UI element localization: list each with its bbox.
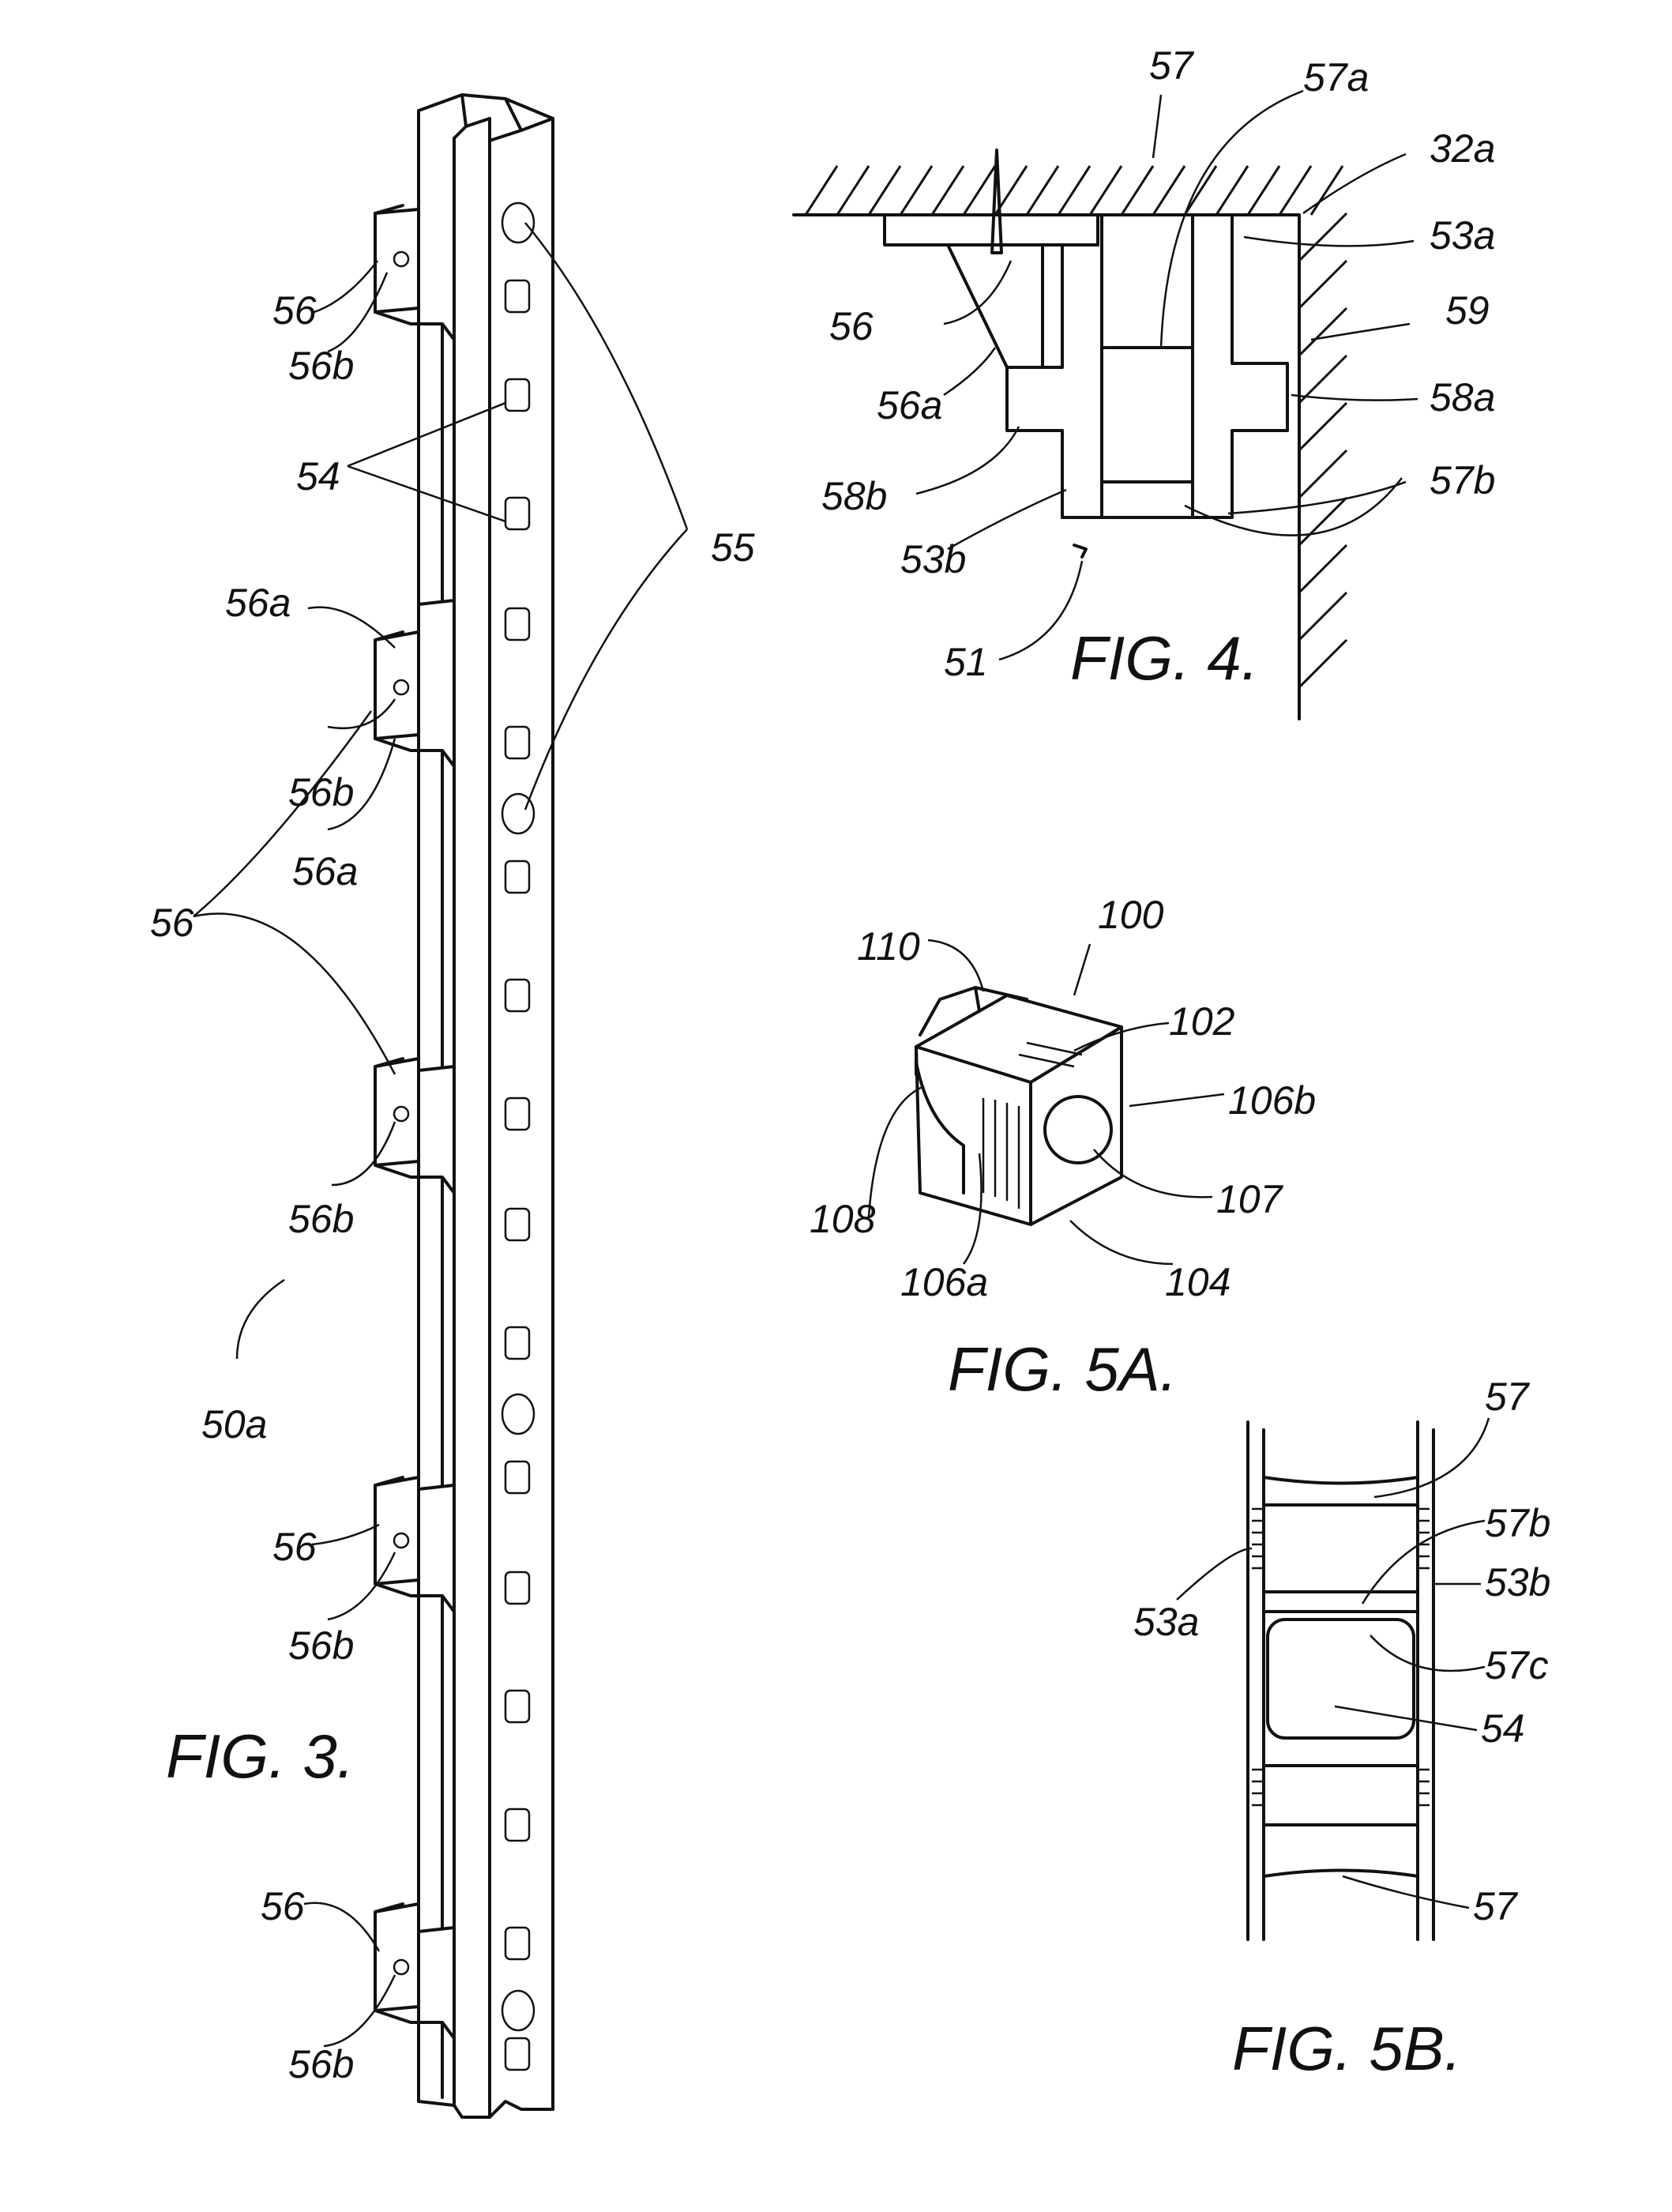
label-56-top: 56	[272, 288, 317, 333]
label-56b-top: 56b	[288, 344, 354, 388]
label-107: 107	[1216, 1177, 1284, 1221]
label-102: 102	[1169, 999, 1235, 1044]
figure-4-caption: FIG. 4.	[1070, 623, 1258, 693]
figure-5a-caption: FIG. 5A.	[948, 1334, 1177, 1404]
label-53a: 53a	[1133, 1600, 1199, 1644]
label-57-top: 57	[1485, 1375, 1531, 1419]
label-51: 51	[944, 640, 988, 684]
label-110: 110	[857, 924, 920, 969]
fig5b-front-drawing	[1177, 1418, 1489, 1939]
label-57c: 57c	[1485, 1643, 1549, 1687]
label-104: 104	[1165, 1260, 1231, 1304]
label-56-fifth: 56	[261, 1884, 305, 1928]
label-108: 108	[810, 1197, 876, 1241]
label-58a: 58a	[1430, 375, 1495, 419]
label-53a: 53a	[1430, 213, 1495, 258]
label-56a-second: 56a	[292, 849, 358, 893]
fig5a-nut-drawing	[869, 940, 1224, 1264]
label-56: 56	[829, 304, 874, 348]
label-57a: 57a	[1303, 55, 1369, 100]
label-56b-third: 56b	[288, 1197, 354, 1241]
label-32a: 32a	[1430, 126, 1495, 171]
label-55: 55	[711, 525, 755, 570]
figure-5b-caption: FIG. 5B.	[1232, 2014, 1461, 2083]
label-56a: 56a	[877, 383, 942, 427]
label-56b-fifth: 56b	[288, 2042, 354, 2086]
fig3-rail-drawing	[194, 95, 687, 2117]
label-54: 54	[296, 454, 340, 498]
label-58b: 58b	[821, 474, 887, 518]
label-100: 100	[1098, 893, 1164, 937]
label-57-bottom: 57	[1473, 1884, 1519, 1928]
label-53b: 53b	[1485, 1560, 1550, 1604]
label-56a-first: 56a	[225, 581, 291, 625]
label-57b: 57b	[1430, 458, 1495, 502]
label-59: 59	[1445, 288, 1490, 333]
label-50a: 50a	[201, 1402, 267, 1446]
label-56b-fourth: 56b	[288, 1623, 354, 1668]
label-54: 54	[1481, 1706, 1525, 1751]
label-57: 57	[1149, 43, 1195, 88]
label-56-fourth: 56	[272, 1525, 317, 1569]
label-53b: 53b	[900, 537, 966, 581]
label-56-middle: 56	[150, 901, 194, 945]
label-56b-second: 56b	[288, 770, 354, 814]
label-57b: 57b	[1485, 1501, 1550, 1545]
label-106b: 106b	[1228, 1078, 1316, 1123]
label-106a: 106a	[900, 1260, 988, 1304]
figure-3-caption: FIG. 3.	[166, 1721, 354, 1791]
